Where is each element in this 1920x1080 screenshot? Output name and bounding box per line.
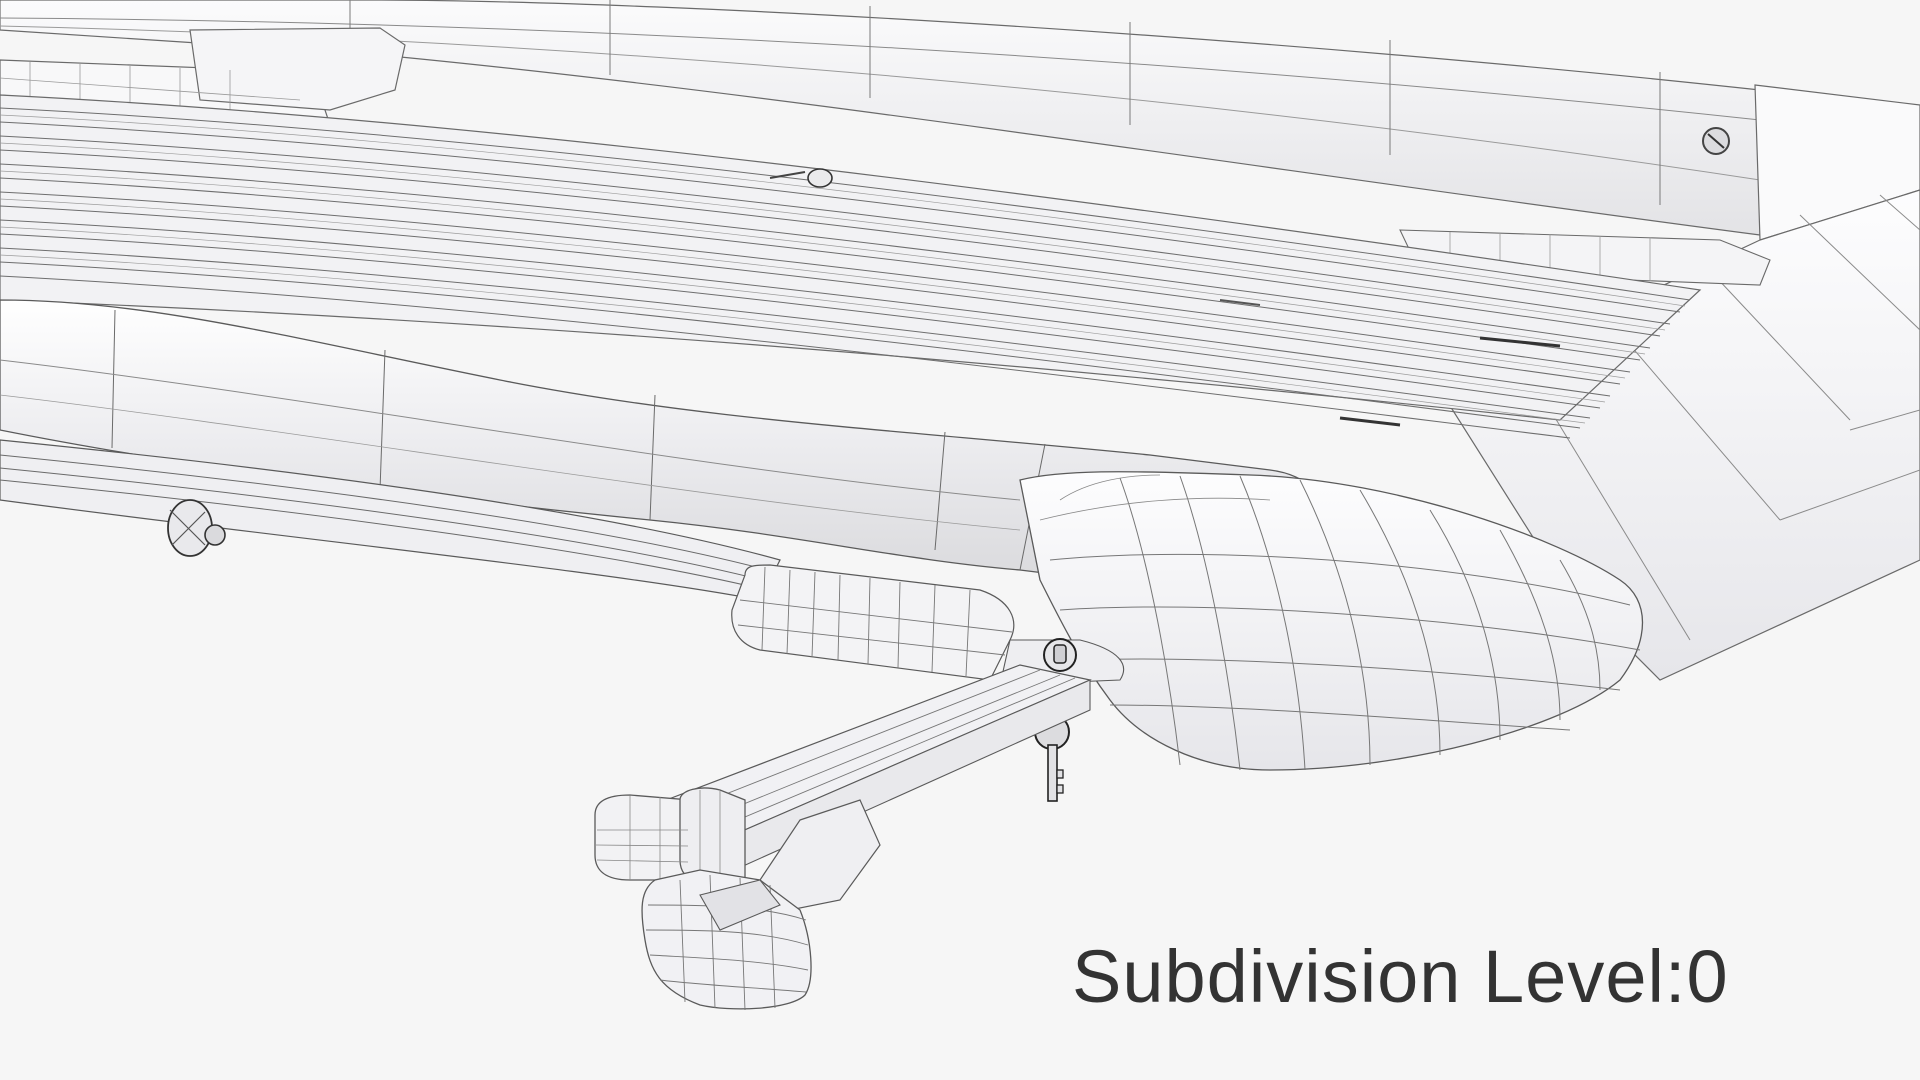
clamp-foot-pad bbox=[731, 564, 1125, 686]
subdivision-level-caption: Subdivision Level:0 bbox=[1072, 935, 1729, 1018]
rail-knob-icon bbox=[167, 499, 226, 557]
corner-bumper bbox=[1019, 471, 1644, 771]
bar-end-cap bbox=[594, 787, 746, 883]
deck-clamp-icon bbox=[769, 168, 833, 188]
foot-mount bbox=[641, 799, 881, 1011]
left-side-rail bbox=[0, 439, 781, 601]
rack-deck-slats bbox=[0, 94, 1702, 439]
